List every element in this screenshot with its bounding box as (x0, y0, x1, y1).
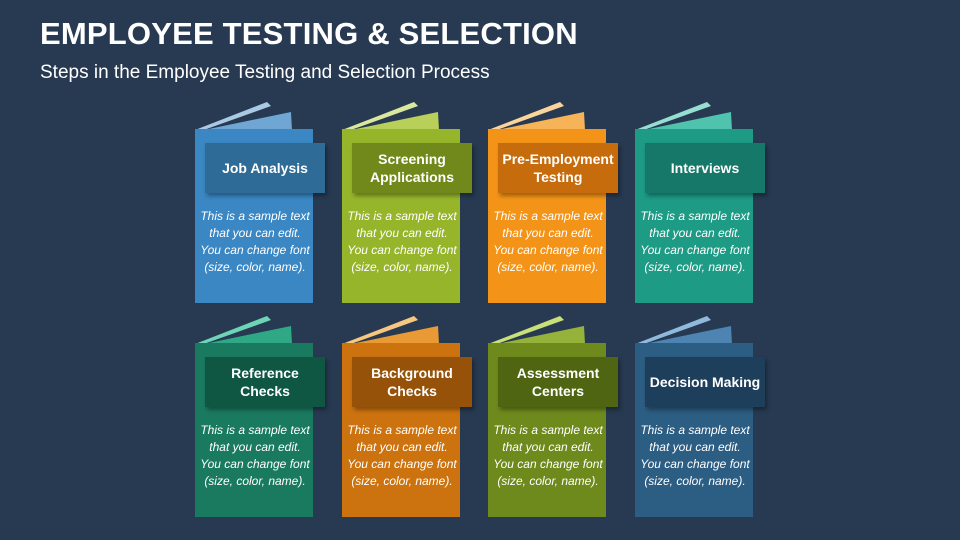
folded-page-decoration (635, 316, 732, 345)
page-subtitle: Steps in the Employee Testing and Select… (40, 62, 490, 83)
step-label: Screening Applications (352, 143, 472, 193)
step-description: This is a sample text that you can edit.… (640, 423, 750, 488)
step-label: Assessment Centers (498, 357, 618, 407)
step-description: This is a sample text that you can edit.… (200, 423, 310, 488)
step-label: Decision Making (645, 357, 765, 407)
step-description: This is a sample text that you can edit.… (640, 209, 750, 274)
folded-page-decoration (635, 102, 732, 131)
step-description: This is a sample text that you can edit.… (493, 423, 603, 488)
step-description: This is a sample text that you can edit.… (200, 209, 310, 274)
step-description: This is a sample text that you can edit.… (347, 209, 457, 274)
folded-page-decoration (195, 316, 292, 345)
folded-page-decoration (195, 102, 292, 131)
step-label: Interviews (645, 143, 765, 193)
folded-page-decoration (342, 102, 439, 131)
page-title: EMPLOYEE TESTING & SELECTION (40, 16, 578, 51)
folded-page-decoration (488, 102, 585, 131)
step-description: This is a sample text that you can edit.… (347, 423, 457, 488)
step-label: Background Checks (352, 357, 472, 407)
step-label: Pre-Employment Testing (498, 143, 618, 193)
step-description: This is a sample text that you can edit.… (493, 209, 603, 274)
folded-page-decoration (488, 316, 585, 345)
step-label: Job Analysis (205, 143, 325, 193)
folded-page-decoration (342, 316, 439, 345)
step-label: Reference Checks (205, 357, 325, 407)
